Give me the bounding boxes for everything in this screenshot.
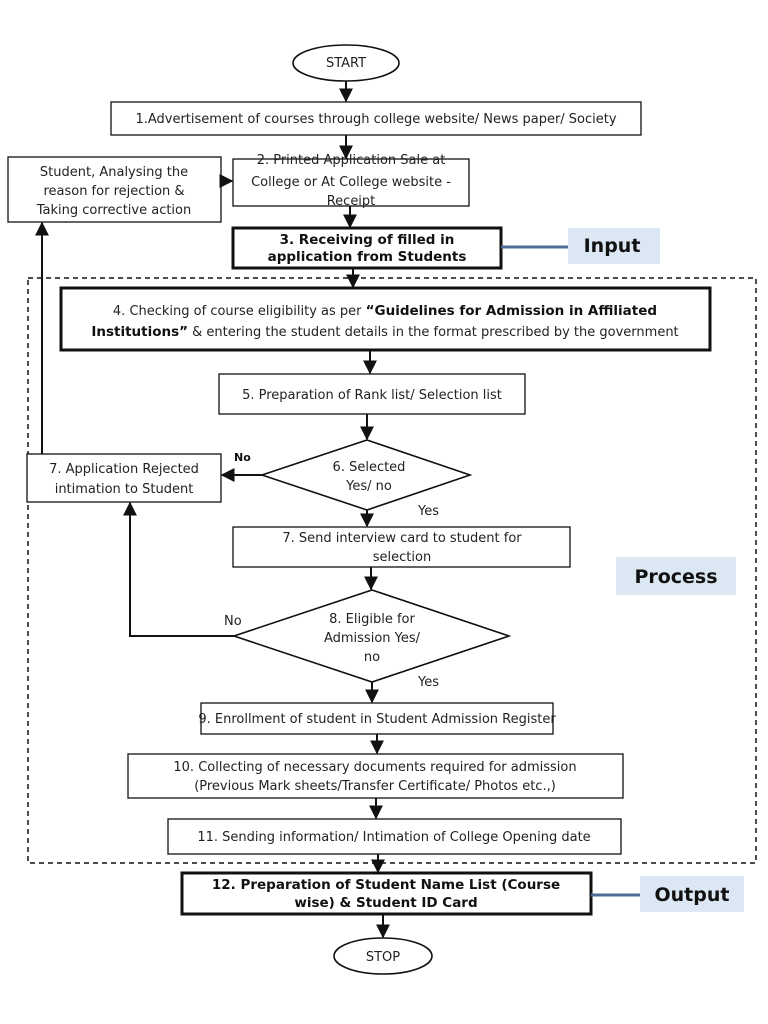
step-10-text-2: (Previous Mark sheets/Transfer Certifica… xyxy=(194,779,556,794)
step-9-box xyxy=(200,702,554,735)
step-7-rejected-text-2: intimation to Student xyxy=(55,482,194,497)
step-4-text-2: Institutions” & entering the student det… xyxy=(91,324,678,340)
step-7-rejected-text-1: 7. Application Rejected xyxy=(49,462,199,477)
process-region xyxy=(27,277,757,864)
step-2-text-1: 2. Printed Application Sale at xyxy=(257,153,446,168)
step-2-text-2: College or At College website - xyxy=(251,175,451,190)
input-tag-bg xyxy=(568,228,660,264)
decision-8-text-3: no xyxy=(364,650,380,665)
step-3-box xyxy=(231,226,503,270)
decision-8-no-label: No xyxy=(224,614,242,629)
step-5-box xyxy=(218,373,526,415)
step-12-box xyxy=(180,871,593,916)
step-7-rejected-box xyxy=(26,453,222,503)
step-5-text: 5. Preparation of Rank list/ Selection l… xyxy=(242,388,502,403)
step-2-text-3: Receipt xyxy=(327,194,376,209)
corrective-text-2: reason for rejection & xyxy=(43,184,184,199)
arrow-8-no-to-7 xyxy=(123,501,234,637)
decision-8-text-1: 8. Eligible for xyxy=(329,612,415,627)
decision-8-text-2: Admission Yes/ xyxy=(324,631,421,646)
decision-6-diamond xyxy=(259,439,473,511)
step-4-text-1: 4. Checking of course eligibility as per… xyxy=(113,303,657,319)
step-3-text-2: application from Students xyxy=(268,249,467,265)
step-1-text: 1.Advertisement of courses through colle… xyxy=(135,112,616,127)
input-tag: Input xyxy=(584,235,641,257)
decision-8-yes-label: Yes xyxy=(417,675,439,690)
step-7-interview-text-2: selection xyxy=(373,550,431,565)
step-12-text-2: wise) & Student ID Card xyxy=(294,895,477,911)
step-10-text-1: 10. Collecting of necessary documents re… xyxy=(173,760,576,775)
step-12-text-1: 12. Preparation of Student Name List (Co… xyxy=(212,877,560,893)
step-9-text: 9. Enrollment of student in Student Admi… xyxy=(198,712,556,727)
corrective-action-box xyxy=(7,156,222,223)
step-10-box xyxy=(127,753,624,799)
process-tag-bg xyxy=(616,557,736,595)
output-tag-bg xyxy=(640,876,744,912)
decision-6-text-1: 6. Selected xyxy=(333,460,406,475)
step-4-box xyxy=(59,286,712,352)
step-2-box xyxy=(232,158,470,207)
decision-6-no-label: No xyxy=(234,451,251,464)
step-3-text-1: 3. Receiving of filled in xyxy=(280,232,455,248)
step-7-interview-text-1: 7. Send interview card to student for xyxy=(282,531,522,546)
corrective-text-3: Taking corrective action xyxy=(36,203,192,218)
step-11-box xyxy=(167,818,622,855)
step-1-box xyxy=(110,101,642,136)
step-7-interview-box xyxy=(232,526,571,568)
corrective-text-1: Student, Analysing the xyxy=(40,165,188,180)
step-11-text: 11. Sending information/ Intimation of C… xyxy=(197,830,590,845)
start-label: START xyxy=(326,56,366,71)
process-tag: Process xyxy=(634,566,717,588)
decision-6-text-2: Yes/ no xyxy=(345,479,392,494)
output-tag: Output xyxy=(655,884,730,906)
decision-6-yes-label: Yes xyxy=(417,504,439,519)
stop-label: STOP xyxy=(366,950,400,965)
